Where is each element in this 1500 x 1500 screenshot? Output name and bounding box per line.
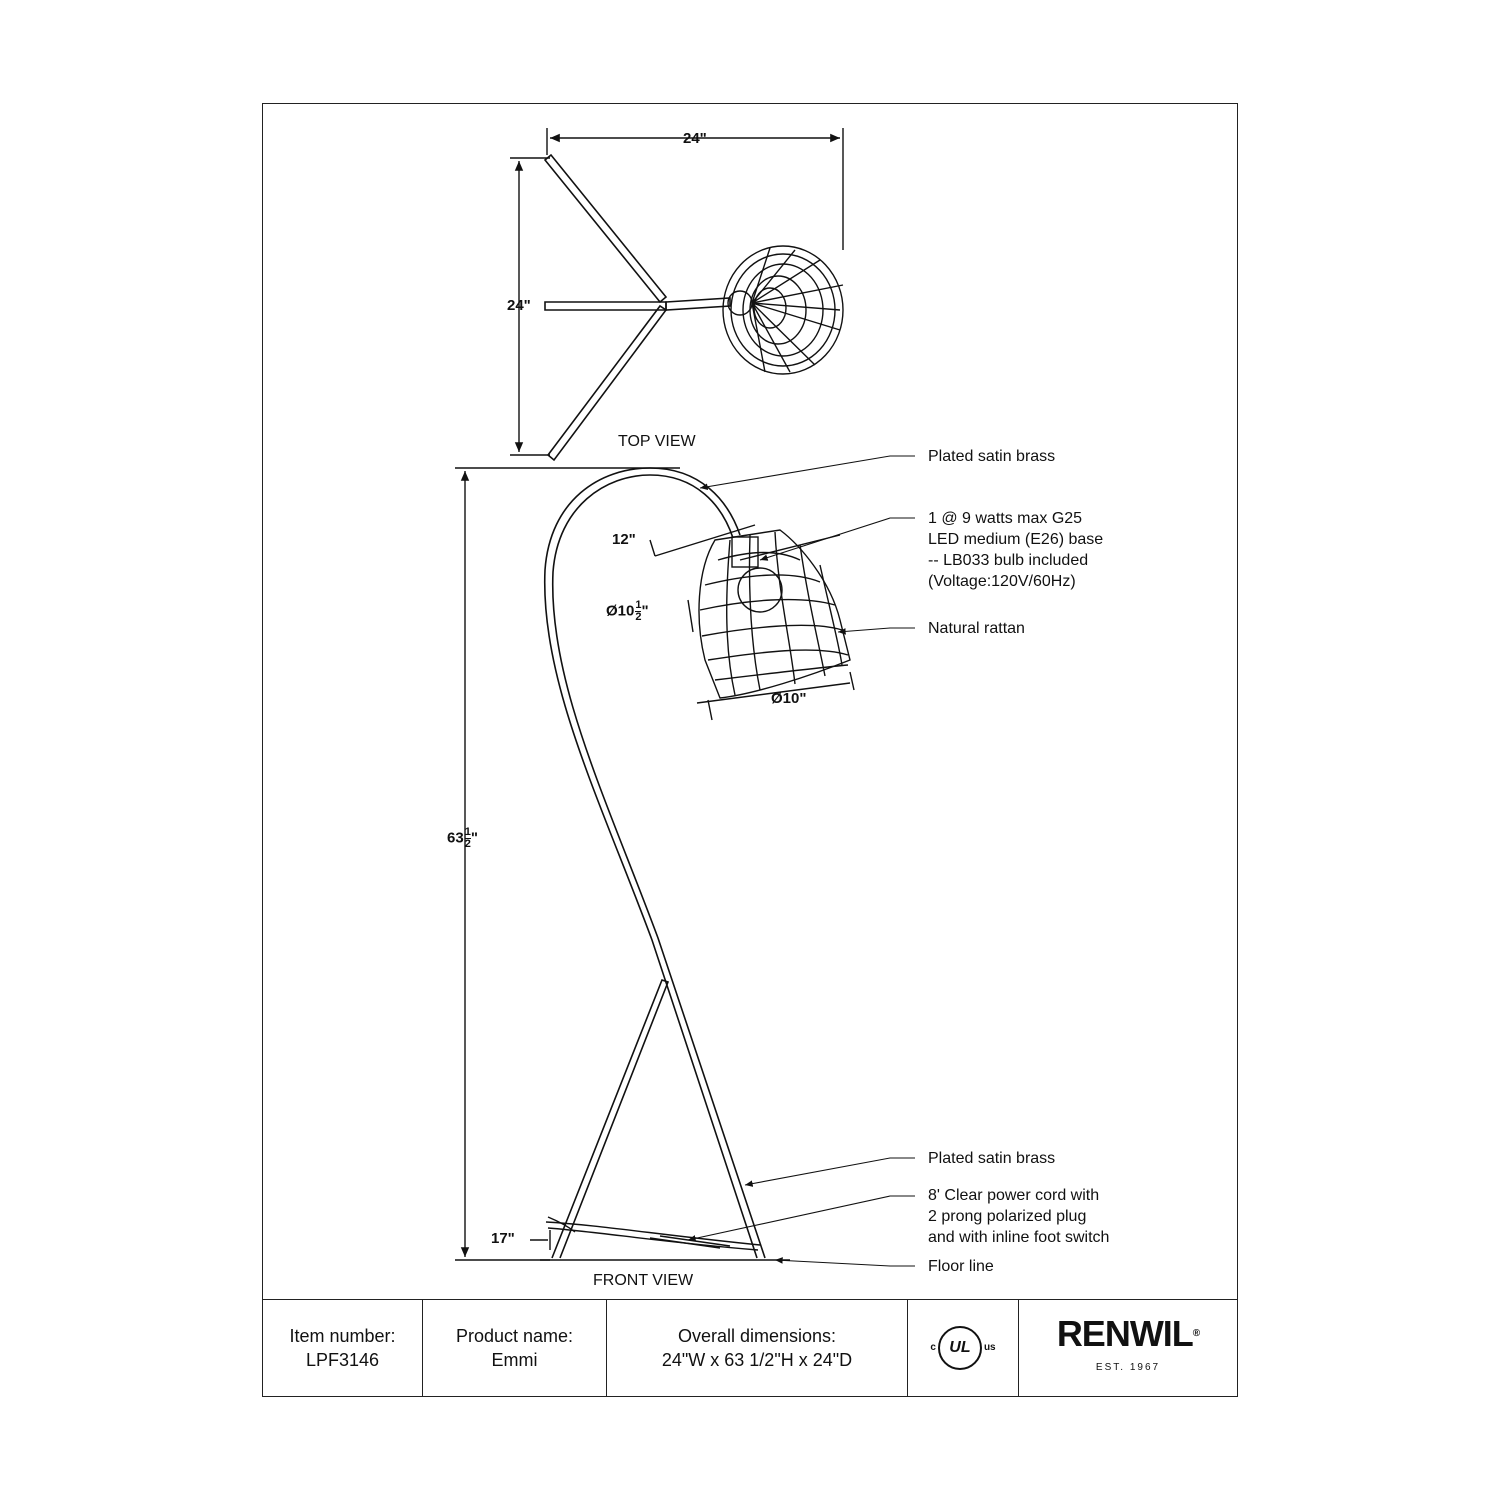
certification-cell: c UL us [908, 1300, 1019, 1396]
callout-arm-finish: Plated satin brass [928, 448, 1056, 465]
product-name-label: Product name: [455, 1326, 574, 1346]
power-cord [545, 1216, 761, 1251]
ul-logo: UL [937, 1326, 982, 1370]
product-name-cell: Product name: Emmi [423, 1300, 607, 1396]
top-view-shade [722, 245, 844, 375]
overall-dimensions-value: 24"W x 63 1/2"H x 24"D [661, 1350, 853, 1370]
brand-est: EST. 1967 [1095, 1362, 1161, 1373]
renwil-logo: RENWIL® [1056, 1313, 1200, 1354]
product-name-value: Emmi [491, 1350, 538, 1370]
item-number-label: Item number: [289, 1326, 396, 1346]
arm-12in-label: 12" [612, 531, 636, 548]
shade-bottom-diameter-dimension [696, 671, 855, 721]
base-17in-dimension [530, 1230, 551, 1250]
top-depth-label: 24" [507, 297, 531, 314]
brand-cell: RENWIL® EST. 1967 [1019, 1300, 1237, 1396]
title-block: Item number: LPF3146 Product name: Emmi … [262, 1299, 1238, 1397]
floor-lamp-arm [543, 467, 766, 1259]
overall-dimensions-cell: Overall dimensions: 24"W x 63 1/2"H x 24… [607, 1300, 908, 1396]
item-number-value: LPF3146 [305, 1350, 380, 1370]
callout-leg-finish: Plated satin brass [928, 1150, 1056, 1167]
front-view-title: FRONT VIEW [593, 1272, 694, 1289]
arm-12in-dimension [649, 524, 756, 557]
callout-leaders [687, 455, 915, 1267]
top-view-title: TOP VIEW [618, 433, 696, 450]
front-view-shade [698, 529, 851, 699]
top-depth-dimension [510, 157, 550, 456]
floor-lamp-legs [551, 979, 670, 1259]
cert-c: c [930, 1342, 936, 1353]
callout-power-cord: 8' Clear power cord with 2 prong polariz… [928, 1187, 1110, 1246]
base-17in-label: 17" [491, 1230, 515, 1247]
top-view-tripod [543, 153, 731, 462]
height-dimension [455, 467, 680, 1261]
callout-shade-material: Natural rattan [928, 620, 1025, 637]
top-width-label: 24" [683, 130, 707, 147]
cert-us: us [983, 1342, 996, 1353]
callout-floor-line: Floor line [928, 1258, 994, 1275]
shade-bottom-diameter-label: Ø10" [771, 690, 807, 707]
overall-dimensions-label: Overall dimensions: [677, 1326, 837, 1346]
item-number-cell: Item number: LPF3146 [263, 1300, 423, 1396]
cul-us-listed-mark: c UL us [930, 1326, 996, 1370]
callout-bulb: 1 @ 9 watts max G25 LED medium (E26) bas… [928, 510, 1104, 590]
top-width-dimension [546, 128, 844, 250]
